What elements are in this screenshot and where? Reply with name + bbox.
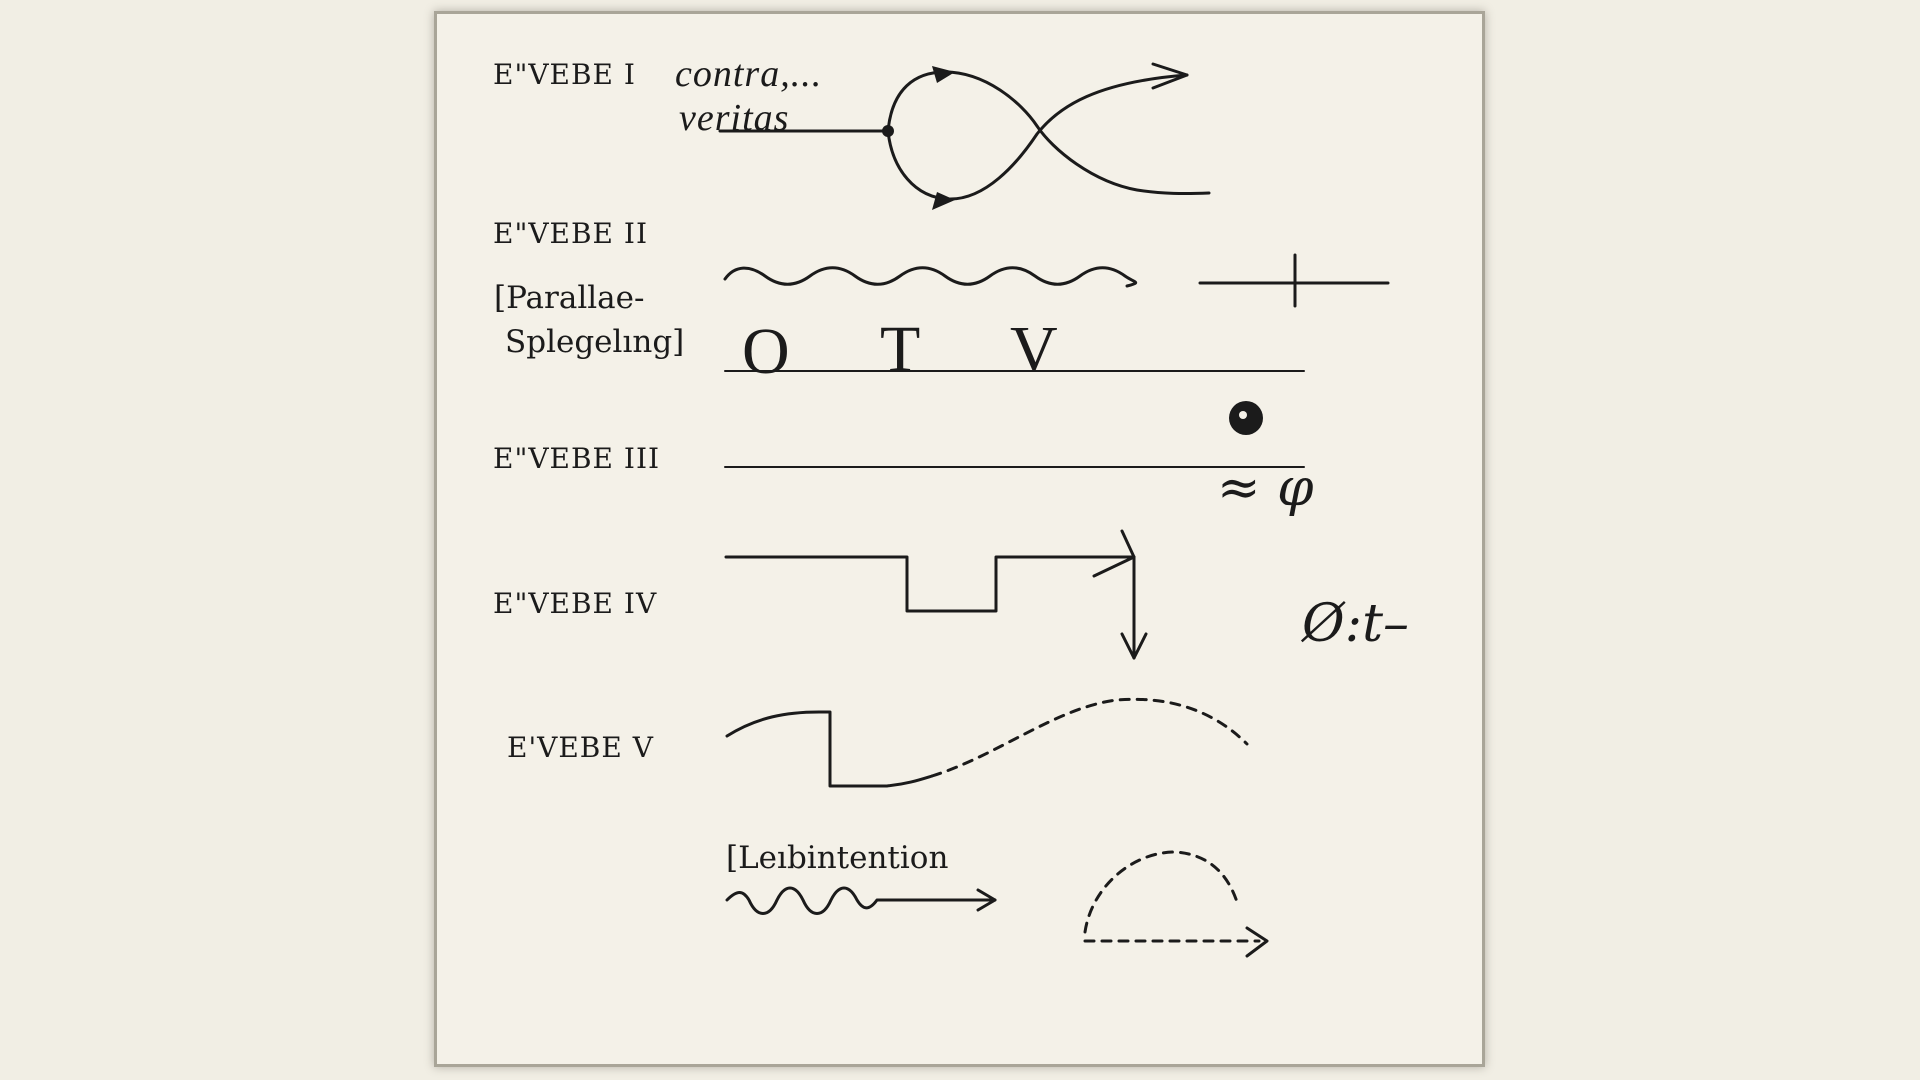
step-curve-icon bbox=[725, 697, 1249, 788]
cross-mark-icon bbox=[1198, 253, 1390, 308]
parallax-note-line-2: Splegelıng] bbox=[505, 324, 685, 360]
lemniscate-arrow-icon bbox=[718, 62, 1211, 210]
parallax-note-line-1: [Parallae- bbox=[494, 280, 645, 316]
note-contra: contra,... bbox=[675, 53, 823, 95]
paper-sheet: E"VEBE I E"VEBE II [Parallae- Splegelıng… bbox=[437, 14, 1482, 1064]
wave-line-icon bbox=[723, 266, 1138, 288]
row-label-verb-3: E"VEBE III bbox=[493, 442, 661, 475]
footer-note: [Leıbintention bbox=[726, 840, 949, 876]
letter-o: O bbox=[742, 315, 790, 388]
letter-v: V bbox=[1010, 313, 1058, 386]
squiggle-arrow-icon bbox=[725, 886, 997, 915]
square-wave-arrow-icon bbox=[724, 529, 1148, 660]
row-label-verb-1: E"VEBE I bbox=[493, 58, 636, 91]
empty-set-t-symbol: Ø:t– bbox=[1302, 594, 1410, 654]
diagram-strokes bbox=[718, 62, 1390, 958]
row-label-verb-4: E"VEBE IV bbox=[493, 587, 658, 620]
letter-t: T bbox=[880, 313, 921, 386]
filled-dot-icon bbox=[1229, 401, 1263, 435]
row-label-verb-5: E'VEBE V bbox=[507, 731, 654, 764]
dashed-arc-arrow-icon bbox=[1083, 850, 1269, 958]
row-label-verb-2: E"VEBE II bbox=[493, 217, 649, 250]
